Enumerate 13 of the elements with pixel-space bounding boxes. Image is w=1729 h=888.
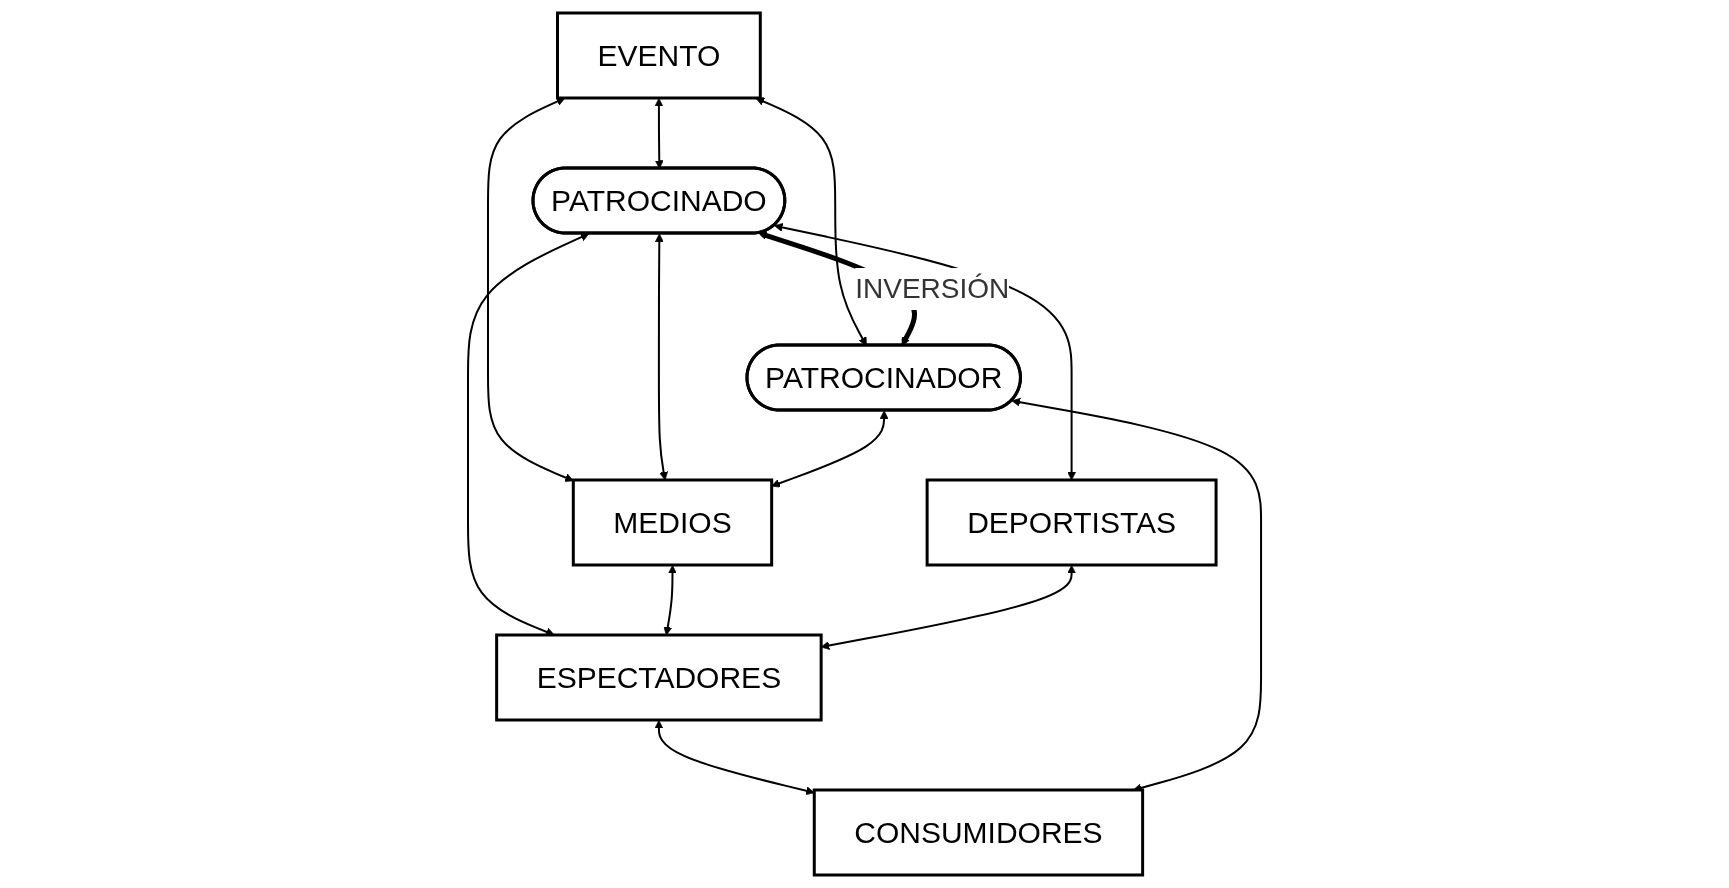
node-box: DEPORTISTAS (925, 478, 1218, 567)
arrow (654, 720, 815, 796)
arrow (486, 97, 574, 482)
arrow (654, 98, 664, 169)
node-box: ESPECTADORES (495, 633, 823, 722)
node-box: EVENTO (555, 11, 762, 100)
arrow (654, 233, 668, 481)
node-box: MEDIOS (571, 478, 774, 567)
arrow (755, 97, 867, 346)
node-box: CONSUMIDORES (812, 788, 1145, 877)
arrow (663, 565, 677, 636)
arrow (771, 410, 889, 488)
edge-label: INVERSIÓN (855, 273, 1010, 304)
